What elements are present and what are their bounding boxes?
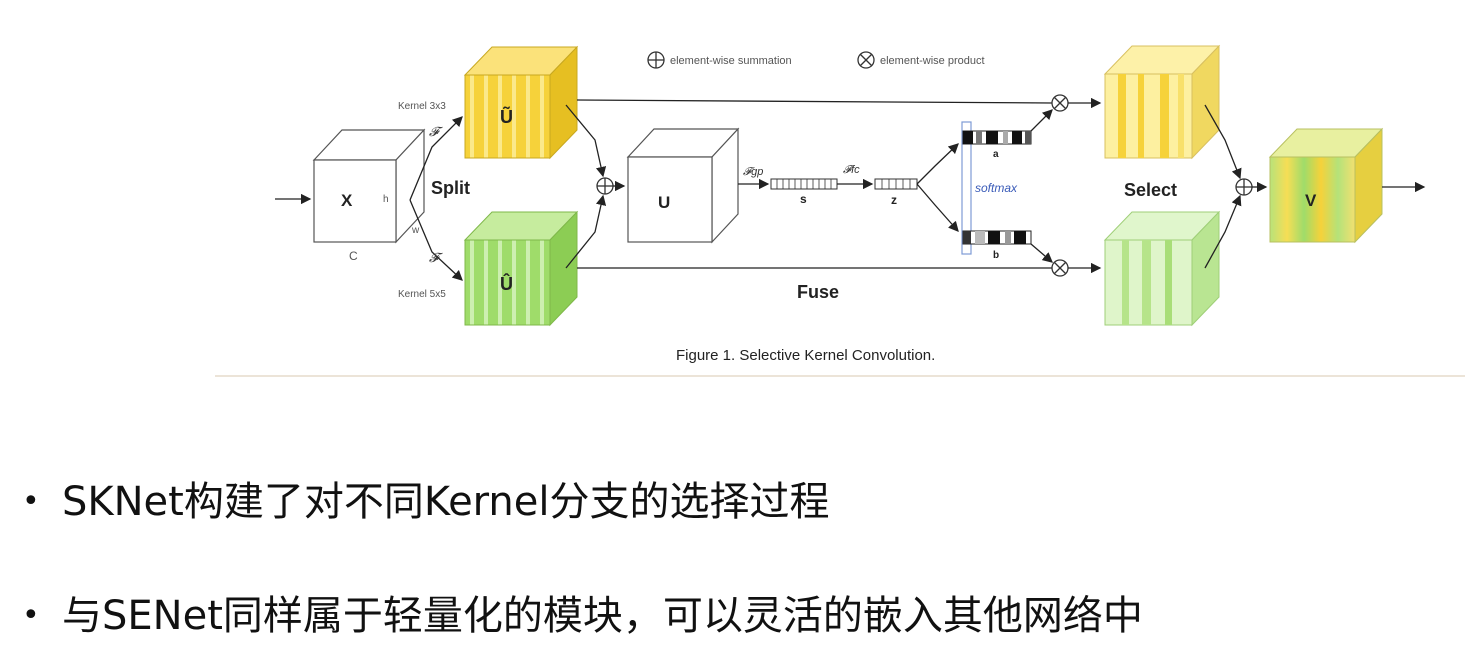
u-tilde-cube: Ũ [463,45,579,160]
legend: element-wise summation element-wise prod… [647,51,985,69]
select-yellow-cube [1103,44,1221,160]
select-label: Select [1124,180,1177,200]
s-vector: s [770,178,838,206]
input-cube-x: X h w C [312,128,426,263]
select-sum-icon [1235,178,1253,196]
bullet-item: • 与SENet同样属于轻量化的模块，可以灵活的嵌入其他网络中 [22,592,1143,640]
legend-product-label: element-wise product [880,55,985,67]
f-fc-label: 𝓕fc [843,164,860,176]
figure-caption: Figure 1. Selective Kernel Convolution. [676,347,935,364]
f-gp-label: 𝓕gp [743,166,763,178]
product-bottom-icon [1051,259,1069,277]
split-label: Split [431,178,470,198]
b-vector: b [962,230,1032,261]
product-top-icon [1051,94,1069,112]
f-transform-bottom: 𝓕 [429,250,443,265]
a-vector: a [962,130,1032,160]
select-green-cube [1103,210,1221,327]
z-label: z [891,193,897,207]
u-hat-cube: Û [463,210,579,327]
u-label: U [658,193,670,212]
b-label: b [993,250,999,261]
bullet-text: 与SENet同样属于轻量化的模块，可以灵活的嵌入其他网络中 [62,593,1143,639]
u-hat-label: Û [500,273,513,294]
fuse-in-bottom [565,194,607,269]
input-c-label: C [349,249,358,263]
fuse-label: Fuse [797,282,839,302]
fuse-sum-icon [596,177,614,195]
fuse-in-top [565,104,607,178]
bullet-dot: • [22,598,40,633]
output-cube-v: V [1268,127,1384,244]
bullet-item: • SKNet构建了对不同Kernel分支的选择过程 [22,478,830,526]
a-label: a [993,149,999,160]
sk-convolution-diagram: element-wise summation element-wise prod… [275,44,1426,364]
split-path-top [409,116,463,201]
output-v-label: V [1305,191,1317,210]
u-cube: U [626,127,740,244]
bullet-dot: • [22,484,40,519]
figure-divider [215,375,1465,377]
sum-symbol-icon [647,51,665,69]
input-h-label: h [383,194,389,205]
split-path-bottom [409,199,463,281]
softmax-label: softmax [975,181,1018,195]
softmax-box [961,121,972,255]
s-label: s [800,192,807,206]
legend-sum-label: element-wise summation [670,55,792,67]
kernel-3x3-label: Kernel 3x3 [398,101,446,112]
f-transform-top: 𝓕 [429,124,443,139]
kernel-5x5-label: Kernel 5x5 [398,289,446,300]
input-x-label: X [341,191,353,210]
input-w-label: w [411,225,420,236]
bullet-text: SKNet构建了对不同Kernel分支的选择过程 [62,479,830,525]
bypass-top [576,99,1053,104]
product-symbol-icon [857,51,875,69]
u-tilde-label: Ũ [500,106,513,127]
z-vector: z [874,178,918,207]
